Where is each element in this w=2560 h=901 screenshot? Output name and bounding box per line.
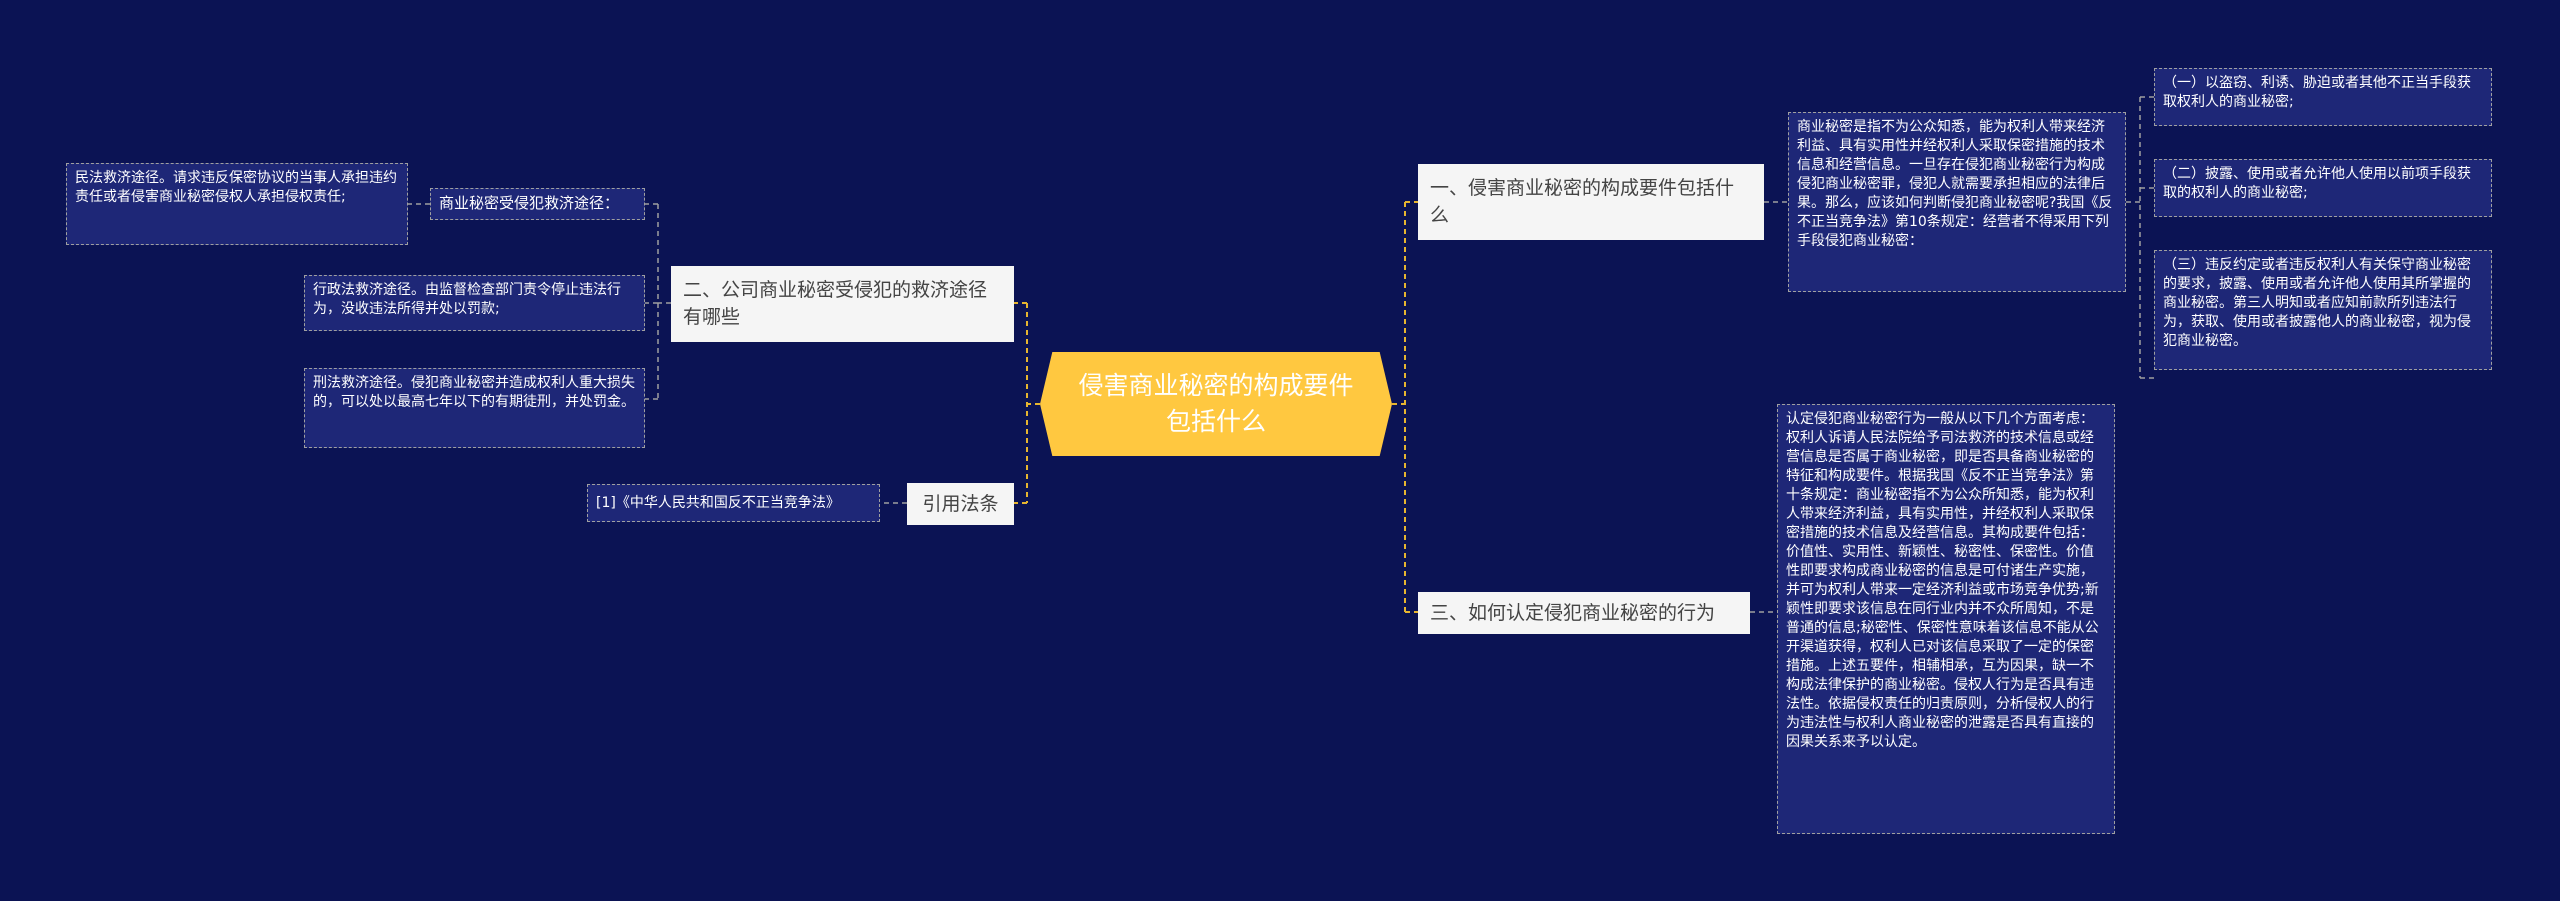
- branch-identify-infringement[interactable]: 三、如何认定侵犯商业秘密的行为: [1418, 592, 1750, 634]
- criminal-remedy-note[interactable]: 刑法救济途径。侵犯商业秘密并造成权利人重大损失的，可以处以最高七年以下的有期徒刑…: [304, 368, 645, 448]
- infringement-item-2[interactable]: （二）披露、使用或者允许他人使用以前项手段获取的权利人的商业秘密;: [2154, 159, 2492, 217]
- administrative-remedy-note[interactable]: 行政法救济途径。由监督检查部门责令停止违法行为，没收违法所得并处以罚款;: [304, 275, 645, 331]
- remedy-channels-label[interactable]: 商业秘密受侵犯救济途径：: [430, 188, 645, 220]
- infringement-item-1[interactable]: （一）以盗窃、利诱、胁迫或者其他不正当手段获取权利人的商业秘密;: [2154, 68, 2492, 126]
- branch-cited-law-label: 引用法条: [922, 492, 999, 515]
- branch-constituent-elements[interactable]: 一、侵害商业秘密的构成要件包括什么: [1418, 164, 1764, 240]
- infringement-item-1-text: （一）以盗窃、利诱、胁迫或者其他不正当手段获取权利人的商业秘密;: [2163, 75, 2471, 110]
- branch-cited-law[interactable]: 引用法条: [907, 483, 1014, 525]
- identify-infringement-text: 认定侵犯商业秘密行为一般从以下几个方面考虑：权利人诉请人民法院给予司法救济的技术…: [1786, 411, 2099, 750]
- civil-remedy-text: 民法救济途径。请求违反保密协议的当事人承担违约责任或者侵害商业秘密侵权人承担侵权…: [75, 170, 397, 205]
- branch-remedies[interactable]: 二、公司商业秘密受侵犯的救济途径有哪些: [671, 266, 1014, 342]
- branch-constituent-elements-label: 一、侵害商业秘密的构成要件包括什么: [1430, 177, 1735, 226]
- trade-secret-definition-text: 商业秘密是指不为公众知悉，能为权利人带来经济利益、具有实用性并经权利人采取保密措…: [1797, 119, 2113, 249]
- cited-law-item[interactable]: [1]《中华人民共和国反不正当竞争法》: [587, 484, 880, 522]
- remedy-channels-label-text: 商业秘密受侵犯救济途径：: [439, 194, 620, 212]
- criminal-remedy-text: 刑法救济途径。侵犯商业秘密并造成权利人重大损失的，可以处以最高七年以下的有期徒刑…: [313, 375, 635, 410]
- infringement-item-3-text: （三）违反约定或者违反权利人有关保守商业秘密的要求，披露、使用或者允许他人使用其…: [2163, 257, 2471, 349]
- trade-secret-definition-note[interactable]: 商业秘密是指不为公众知悉，能为权利人带来经济利益、具有实用性并经权利人采取保密措…: [1788, 112, 2126, 292]
- cited-law-item-text: [1]《中华人民共和国反不正当竞争法》: [596, 495, 840, 511]
- identify-infringement-note[interactable]: 认定侵犯商业秘密行为一般从以下几个方面考虑：权利人诉请人民法院给予司法救济的技术…: [1777, 404, 2115, 834]
- administrative-remedy-text: 行政法救济途径。由监督检查部门责令停止违法行为，没收违法所得并处以罚款;: [313, 282, 621, 317]
- branch-remedies-label: 二、公司商业秘密受侵犯的救济途径有哪些: [683, 279, 988, 328]
- root-topic-label: 侵害商业秘密的构成要件包括什么: [1078, 371, 1354, 436]
- root-topic[interactable]: 侵害商业秘密的构成要件包括什么: [1040, 352, 1392, 456]
- infringement-item-2-text: （二）披露、使用或者允许他人使用以前项手段获取的权利人的商业秘密;: [2163, 166, 2471, 201]
- branch-identify-infringement-label: 三、如何认定侵犯商业秘密的行为: [1430, 601, 1716, 624]
- civil-remedy-note[interactable]: 民法救济途径。请求违反保密协议的当事人承担违约责任或者侵害商业秘密侵权人承担侵权…: [66, 163, 408, 245]
- infringement-item-3[interactable]: （三）违反约定或者违反权利人有关保守商业秘密的要求，披露、使用或者允许他人使用其…: [2154, 250, 2492, 370]
